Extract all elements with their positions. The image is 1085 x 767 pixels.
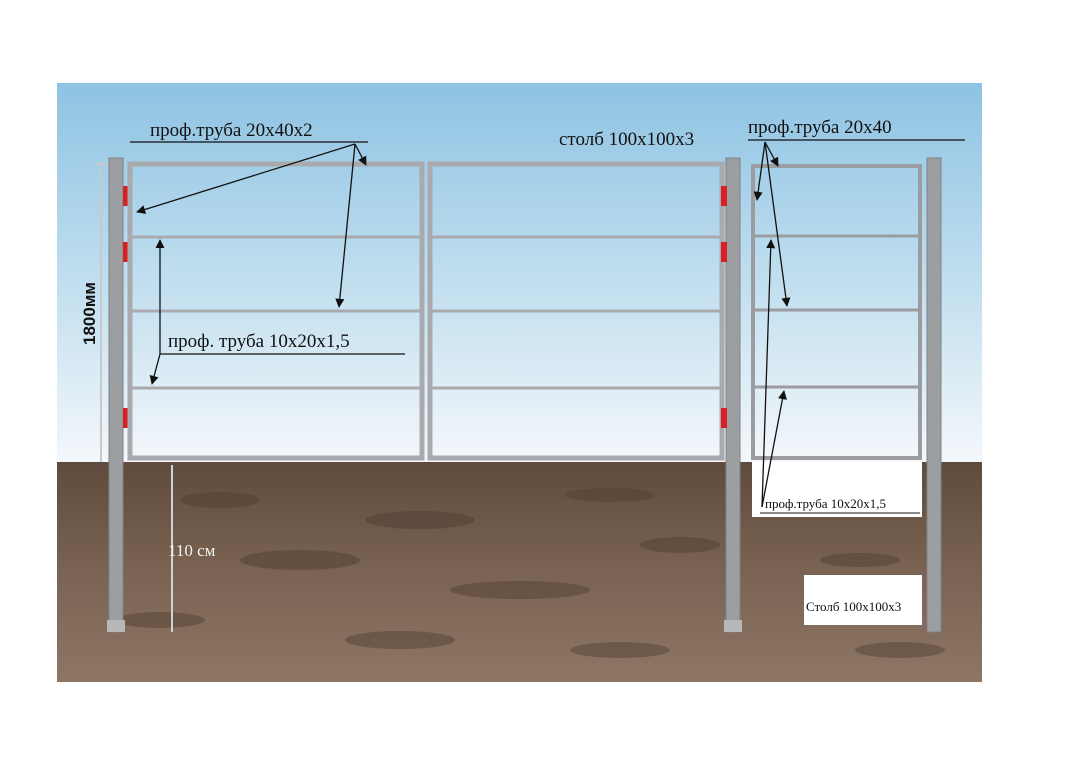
left-post (108, 157, 124, 633)
label-wicket-pipe: проф.труба 20х40 (748, 117, 892, 138)
arrows-small-pipe (149, 239, 165, 385)
sky-background (57, 83, 982, 466)
arrows-top-pipe (136, 143, 367, 308)
label-height: 1800мм (80, 282, 99, 345)
hinge-left-3 (123, 408, 129, 428)
middle-post-base (724, 620, 742, 632)
wicket-white-zone-lower (804, 575, 922, 625)
hinge-mid-1 (721, 186, 727, 206)
hinge-left-1 (123, 186, 129, 206)
wicket-frame (751, 164, 922, 460)
label-small-pipe: проф. труба 10х20х1,5 (168, 331, 350, 352)
right-post (926, 157, 942, 633)
middle-post (725, 157, 741, 633)
hinge-mid-2 (721, 242, 727, 262)
label-top-pipe: проф.труба 20х40х2 (150, 120, 313, 141)
label-post-middle: столб 100х100х3 (559, 129, 694, 150)
left-post-base (107, 620, 125, 632)
label-wicket-post: Столб 100х100х3 (806, 599, 901, 614)
gate-leaf-right (427, 161, 725, 461)
wicket-white-zone (752, 462, 922, 517)
label-depth: 110 см (168, 541, 216, 560)
gate-leaf-left (127, 161, 425, 461)
hinge-left-2 (123, 242, 129, 262)
soil-texture (115, 488, 945, 658)
label-wicket-small-pipe: проф.труба 10х20х1,5 (765, 496, 886, 511)
hinge-mid-3 (721, 408, 727, 428)
arrows-wicket-pipe (753, 141, 791, 307)
arrows-wicket-small (761, 239, 787, 508)
